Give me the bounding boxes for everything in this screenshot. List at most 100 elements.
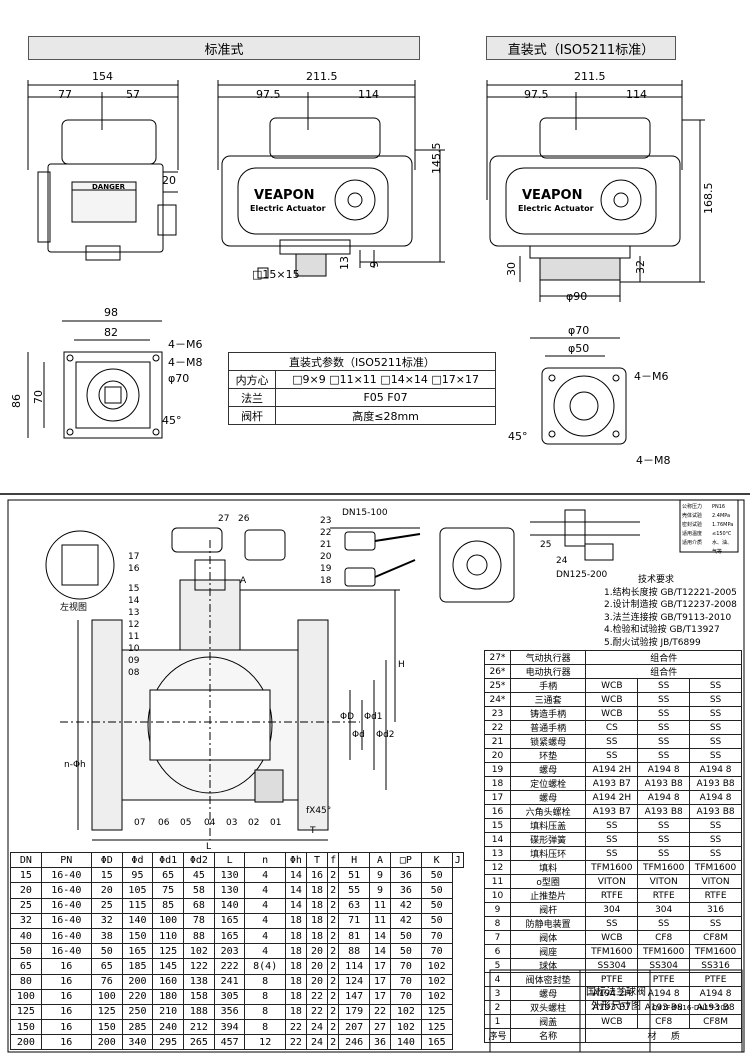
dn-cell: 15 xyxy=(10,867,42,884)
callout-27: 27 xyxy=(218,514,230,524)
dn-cell: 14 xyxy=(284,897,307,914)
dim-D: ΦD xyxy=(340,712,355,722)
callout-25: 25 xyxy=(540,540,552,550)
spec-title: 直装式参数（ISO5211标准） xyxy=(228,352,496,371)
parts-cell: 16 xyxy=(484,804,511,819)
parts-cell: 阀座 xyxy=(509,944,587,959)
parts-cell: SS xyxy=(637,720,691,735)
dim-d1: Φd1 xyxy=(364,712,383,722)
parts-cell: A194 8 xyxy=(637,762,691,777)
dn-cell: 8 xyxy=(244,973,286,990)
parts-row: 27*气动执行器组合件 xyxy=(484,650,742,665)
dn-cell: 70 xyxy=(420,943,453,960)
parts-cell: 24* xyxy=(484,692,511,707)
parts-cell: 螺母 xyxy=(509,790,587,805)
dn-header-cell: L xyxy=(213,851,246,869)
dn-cell: 2 xyxy=(326,882,340,899)
dn-cell: 115 xyxy=(121,897,154,914)
dn-cell: 102 xyxy=(420,973,453,990)
parts-cell: 2 xyxy=(484,1000,511,1015)
dn-cell: 125 xyxy=(420,1019,453,1036)
parts-cell: 25* xyxy=(484,678,511,693)
parts-cell: TFM1600 xyxy=(689,860,742,875)
parts-cell: 普通手柄 xyxy=(509,720,587,735)
dn-cell: 70 xyxy=(390,958,422,975)
dn-cell: 9 xyxy=(369,882,392,899)
dn-cell: 22 xyxy=(305,988,328,1005)
dn-cell: 81 xyxy=(338,927,371,945)
parts-cell: TFM1600 xyxy=(637,860,691,875)
dn-cell: 102 xyxy=(420,958,453,975)
parts-cell: 阀盖 xyxy=(509,1014,587,1029)
dn-cell: 200 xyxy=(121,973,154,990)
parts-cell: 18 xyxy=(484,776,511,791)
parts-cell: SS xyxy=(689,846,742,861)
dn-cell: 17 xyxy=(369,958,392,975)
dn-cell: 18 xyxy=(284,958,307,975)
parts-cell: 23 xyxy=(484,706,511,721)
dn-cell: 220 xyxy=(121,988,154,1005)
parts-cell: A194 2H xyxy=(585,762,639,777)
dim-base-m8: 4－M8 xyxy=(168,356,203,369)
dn-cell: 124 xyxy=(338,973,371,990)
dn-cell: 38 xyxy=(90,927,123,945)
parts-cell: 19 xyxy=(484,762,511,777)
dn-cell: 8(4) xyxy=(244,958,286,975)
dn-header-cell: Φd1 xyxy=(152,851,185,869)
dn-cell: 2 xyxy=(326,927,340,945)
dn-cell: 50 xyxy=(90,943,123,960)
dn-cell: 15 xyxy=(90,867,123,884)
parts-cell: SS xyxy=(637,706,691,721)
dn-cell: 100 xyxy=(90,988,123,1005)
dn-cell: 8 xyxy=(244,1019,286,1036)
dn-cell: 2 xyxy=(326,988,340,1005)
dim-base-45: 45° xyxy=(162,414,182,427)
dn-cell: 125 xyxy=(10,1003,42,1021)
dn-cell: 24 xyxy=(305,1034,328,1051)
dn-cell: 100 xyxy=(10,988,42,1005)
dn-cell: 4 xyxy=(244,927,286,945)
dn-cell: 58 xyxy=(183,882,215,899)
standard-title: 标准式 xyxy=(204,42,244,58)
dn-cell: 55 xyxy=(338,882,371,899)
parts-cell: SS xyxy=(637,734,691,749)
parts-cell: SS xyxy=(637,748,691,763)
dn-cell: 125 xyxy=(90,1003,123,1021)
dn-cell: 102 xyxy=(390,1003,422,1021)
parts-cell: 填料压盖 xyxy=(509,818,587,833)
spec-row: 内方心□9×9 □11×11 □14×14 □17×17 xyxy=(227,370,496,389)
dn-cell: 70 xyxy=(420,927,453,945)
parts-cell: SS xyxy=(637,916,691,931)
parts-cell: CF8 xyxy=(637,1014,691,1029)
parts-cell: A194 8 xyxy=(689,762,742,777)
parts-cell: SS xyxy=(689,832,742,847)
parts-cell: CS xyxy=(585,720,639,735)
parts-cell: VITON xyxy=(585,874,639,889)
dn-cell: 50 xyxy=(390,927,422,945)
dn-header-cell: n xyxy=(244,851,286,869)
dn-cell: 2 xyxy=(326,867,340,884)
dim-dbase-m8: 4－M8 xyxy=(636,454,671,467)
dim-direct-168: 168.5 xyxy=(702,182,715,215)
parts-cell: SS xyxy=(585,916,639,931)
parts-cell: 气动执行器 xyxy=(509,650,587,665)
parts-cell: RTFE xyxy=(637,888,691,903)
parts-cell: SS xyxy=(637,832,691,847)
dn-cell: 14 xyxy=(369,943,392,960)
dn-cell: 4 xyxy=(244,867,286,884)
dn-cell: 25 xyxy=(10,897,42,914)
dim-std-114: 114 xyxy=(358,88,379,101)
dn-cell: 27 xyxy=(369,1019,392,1036)
dn-cell: 14 xyxy=(284,867,307,884)
dn-cell: 207 xyxy=(338,1019,371,1036)
dim-std-154: 154 xyxy=(92,70,113,83)
